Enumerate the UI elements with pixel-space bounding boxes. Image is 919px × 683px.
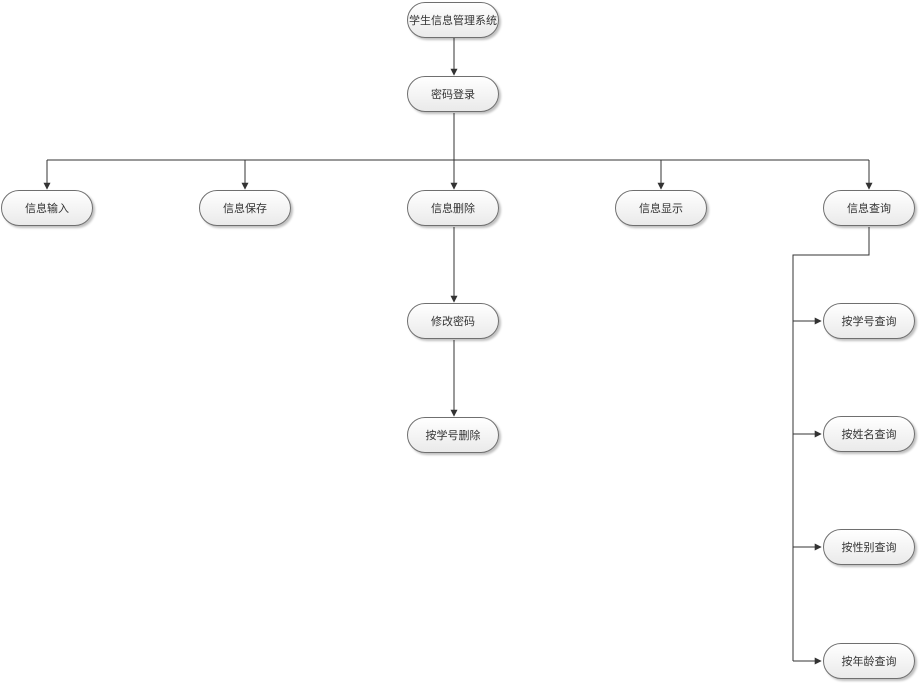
node-query-by-id: 按学号查询	[823, 303, 915, 339]
node-login: 密码登录	[407, 76, 499, 112]
node-query-by-age-label: 按年龄查询	[841, 655, 897, 668]
node-change-password-label: 修改密码	[431, 315, 475, 328]
connector-query-down	[792, 227, 870, 661]
node-info-delete-label: 信息删除	[431, 202, 475, 215]
node-login-label: 密码登录	[431, 88, 475, 101]
node-query-by-age: 按年龄查询	[823, 643, 915, 679]
node-change-password: 修改密码	[407, 303, 499, 339]
node-query-by-name: 按姓名查询	[823, 416, 915, 452]
node-root: 学生信息管理系统	[407, 2, 499, 38]
node-root-label: 学生信息管理系统	[409, 14, 497, 27]
node-info-save-label: 信息保存	[223, 202, 267, 215]
node-info-input-label: 信息输入	[25, 202, 69, 215]
node-info-display-label: 信息显示	[639, 202, 683, 215]
node-info-query-label: 信息查询	[847, 202, 891, 215]
node-info-display: 信息显示	[615, 190, 707, 226]
node-delete-by-id: 按学号删除	[407, 417, 499, 453]
node-info-save: 信息保存	[199, 190, 291, 226]
node-info-input: 信息输入	[1, 190, 93, 226]
node-query-by-id-label: 按学号查询	[841, 315, 897, 328]
node-query-by-gender: 按性别查询	[823, 529, 915, 565]
node-delete-by-id-label: 按学号删除	[425, 429, 481, 442]
node-query-by-gender-label: 按性别查询	[841, 541, 897, 554]
node-query-by-name-label: 按姓名查询	[841, 428, 897, 441]
node-info-query: 信息查询	[823, 190, 915, 226]
node-info-delete: 信息删除	[407, 190, 499, 226]
